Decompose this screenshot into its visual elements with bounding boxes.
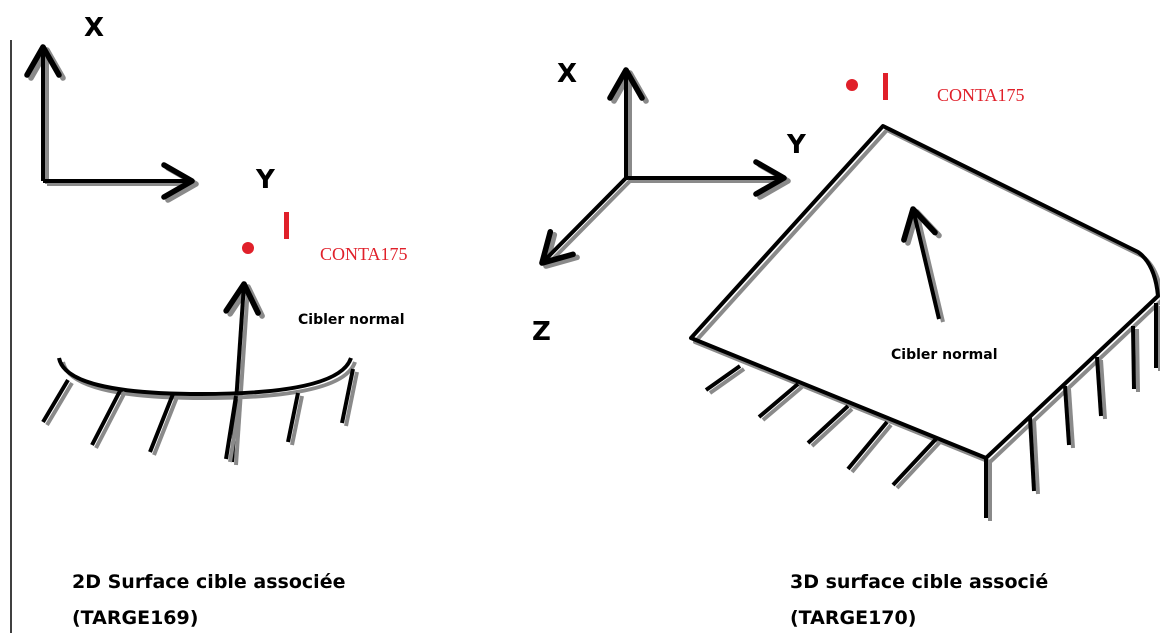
contact-node-dot xyxy=(846,79,858,91)
axis-z-arrow xyxy=(539,176,628,266)
contact-node-dot xyxy=(242,242,254,254)
caption-3d-line1: 3D surface cible associé xyxy=(790,571,1048,593)
axis-y-label: Y xyxy=(255,165,276,195)
surface-hatching-2d xyxy=(41,368,359,463)
contact-node-bar xyxy=(883,73,888,100)
surface-hatching-3d-right xyxy=(1028,303,1160,495)
panel-3d: X Y Z CONTA175 Cibler normal xyxy=(532,59,1160,629)
caption-2d-line2: (TARGE169) xyxy=(72,607,198,629)
axis-z-arrow-shadow xyxy=(543,179,632,269)
axis-z-label: Z xyxy=(532,317,551,347)
target-normal-label: Cibler normal xyxy=(298,312,405,328)
surface-hatching-3d-left xyxy=(704,364,992,521)
axes-3d: X Y Z xyxy=(532,59,807,347)
target-normal-arrow xyxy=(901,206,941,320)
target-plane xyxy=(689,124,1160,460)
target-surface-curve xyxy=(57,357,353,397)
contact-node-bar xyxy=(284,212,289,239)
target-normal-arrow-shadow xyxy=(227,284,265,466)
contact-label: CONTA175 xyxy=(320,244,408,264)
caption-2d-line1: 2D Surface cible associée xyxy=(72,571,345,593)
axis-x-label: X xyxy=(84,13,104,43)
contact-label: CONTA175 xyxy=(937,85,1025,105)
panel-2d: X Y CONTA175 Cibler normal xyxy=(24,13,408,629)
target-normal-label: Cibler normal xyxy=(891,347,998,363)
axis-x-label: X xyxy=(557,59,577,89)
axes-2d: X Y xyxy=(24,13,276,203)
axis-y-label: Y xyxy=(786,130,807,160)
caption-3d-line2: (TARGE170) xyxy=(790,607,916,629)
target-normal-arrow-shadow xyxy=(905,209,945,323)
